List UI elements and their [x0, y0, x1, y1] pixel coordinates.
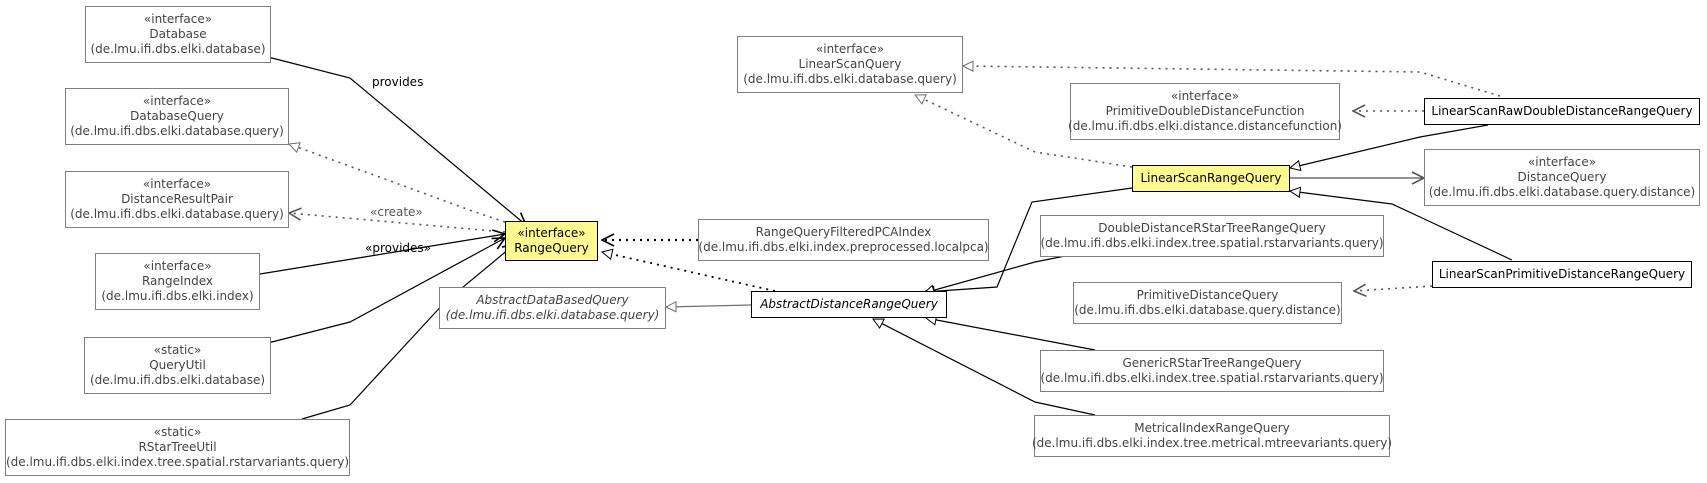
class-linear-scan-query-package: (de.lmu.ifi.dbs.elki.database.query): [743, 72, 957, 86]
class-linear-scan-range-query[interactable]: LinearScanRangeQuery: [1132, 165, 1290, 192]
class-range-query-filtered-pca-index-package: (de.lmu.ifi.dbs.elki.index.preprocessed.…: [698, 240, 989, 254]
edge-linearscanrawdouble-extends-linearscanrangequery: [1290, 124, 1489, 168]
class-abstract-distance-range-query[interactable]: AbstractDistanceRangeQuery: [751, 291, 947, 318]
class-linear-scan-primitive-distance-range-query[interactable]: LinearScanPrimitiveDistanceRangeQuery: [1432, 261, 1692, 288]
class-generic-rstar-tree-range-query-package: (de.lmu.ifi.dbs.elki.index.tree.spatial.…: [1040, 371, 1384, 385]
edge-doubledistancerstar-extends-abstractdistancerangequery: [924, 254, 1071, 293]
class-distance-query-name: DistanceQuery: [1517, 170, 1607, 184]
edge-abstractdistancerangequery-extends-abstractdatabasedquery: [666, 305, 752, 307]
class-primitive-distance-query-name: PrimitiveDistanceQuery: [1136, 288, 1279, 302]
class-metrical-index-range-query-name: MetricalIndexRangeQuery: [1134, 421, 1290, 435]
edge-rangeindex-provides-rangequery: [259, 234, 505, 275]
class-primitive-double-distance-function[interactable]: «interface» PrimitiveDoubleDistanceFunct…: [1068, 83, 1342, 140]
class-generic-rstar-tree-range-query[interactable]: GenericRStarTreeRangeQuery (de.lmu.ifi.d…: [1040, 350, 1384, 392]
class-distance-result-pair-name: DistanceResultPair: [121, 192, 233, 206]
class-primitive-double-distance-function-stereotype: «interface»: [1170, 89, 1240, 103]
class-primitive-distance-query-package: (de.lmu.ifi.dbs.elki.database.query.dist…: [1074, 303, 1341, 317]
edge-linearscanprimitive-uses-primitivedistancequery: [1354, 286, 1433, 291]
edge-linearscanprimitive-extends-linearscanrangequery: [1290, 191, 1513, 261]
class-range-query-stereotype: «interface»: [517, 226, 586, 240]
class-database-query-name: DatabaseQuery: [130, 109, 224, 123]
edge-abstractdistancerangequery-realizes-rangequery: [602, 252, 776, 292]
class-range-query-filtered-pca-index[interactable]: RangeQueryFilteredPCAIndex (de.lmu.ifi.d…: [698, 219, 989, 261]
class-metrical-index-range-query-package: (de.lmu.ifi.dbs.elki.index.tree.metrical…: [1031, 436, 1393, 450]
class-database-query-stereotype: «interface»: [142, 94, 212, 108]
class-linear-scan-primitive-distance-range-query-name: LinearScanPrimitiveDistanceRangeQuery: [1438, 267, 1686, 281]
class-linear-scan-query-stereotype: «interface»: [815, 42, 885, 56]
class-database[interactable]: «interface» Database (de.lmu.ifi.dbs.elk…: [85, 6, 271, 63]
class-range-query-filtered-pca-index-name: RangeQueryFilteredPCAIndex: [755, 225, 932, 239]
class-distance-result-pair[interactable]: «interface» DistanceResultPair (de.lmu.i…: [65, 171, 289, 228]
class-abstract-distance-range-query-name: AbstractDistanceRangeQuery: [760, 297, 938, 311]
edge-label-provides: provides: [372, 75, 424, 89]
class-linear-scan-query-name: LinearScanQuery: [798, 57, 902, 71]
class-rstar-tree-util-package: (de.lmu.ifi.dbs.elki.index.tree.spatial.…: [5, 455, 350, 469]
class-database-package: (de.lmu.ifi.dbs.elki.database): [90, 42, 266, 56]
class-rstar-tree-util[interactable]: «static» RStarTreeUtil (de.lmu.ifi.dbs.e…: [5, 419, 350, 476]
class-database-query-package: (de.lmu.ifi.dbs.elki.database.query): [70, 124, 284, 138]
edge-rangequery-creates-distanceresultpair: [289, 213, 506, 233]
class-primitive-distance-query[interactable]: PrimitiveDistanceQuery (de.lmu.ifi.dbs.e…: [1073, 282, 1342, 324]
class-generic-rstar-tree-range-query-name: GenericRStarTreeRangeQuery: [1122, 356, 1302, 370]
class-primitive-double-distance-function-package: (de.lmu.ifi.dbs.elki.distance.distancefu…: [1068, 119, 1342, 133]
edge-database-provides-rangequery: [267, 56, 526, 225]
class-database-stereotype: «interface»: [143, 12, 213, 26]
class-distance-result-pair-stereotype: «interface»: [142, 177, 212, 191]
class-range-index-stereotype: «interface»: [143, 259, 212, 273]
class-database-name: Database: [149, 27, 207, 41]
class-abstract-data-based-query-package: (de.lmu.ifi.dbs.elki.database.query): [445, 308, 660, 322]
edge-metricalindex-extends-abstractdistancerangequery: [873, 318, 1096, 416]
class-database-query[interactable]: «interface» DatabaseQuery (de.lmu.ifi.db…: [65, 88, 289, 145]
class-range-query[interactable]: «interface» RangeQuery: [505, 221, 598, 261]
edge-linearscanrangequery-extends-abstractdistancerangequery: [924, 187, 1133, 292]
class-query-util-name: QueryUtil: [149, 358, 206, 372]
class-rstar-tree-util-stereotype: «static»: [153, 425, 202, 439]
class-primitive-double-distance-function-name: PrimitiveDoubleDistanceFunction: [1105, 104, 1305, 118]
edge-queryutil-rangequery: [267, 238, 505, 344]
class-range-query-name: RangeQuery: [514, 241, 589, 255]
class-linear-scan-raw-double-distance-range-query-name: LinearScanRawDoubleDistanceRangeQuery: [1431, 104, 1693, 118]
class-distance-query-stereotype: «interface»: [1527, 155, 1597, 169]
class-distance-query[interactable]: «interface» DistanceQuery (de.lmu.ifi.db…: [1424, 149, 1700, 206]
edge-label-create: «create»: [370, 205, 423, 219]
class-query-util-package: (de.lmu.ifi.dbs.elki.database): [89, 373, 266, 387]
class-distance-result-pair-package: (de.lmu.ifi.dbs.elki.database.query): [70, 207, 284, 221]
class-linear-scan-range-query-name: LinearScanRangeQuery: [1140, 171, 1282, 185]
class-linear-scan-raw-double-distance-range-query[interactable]: LinearScanRawDoubleDistanceRangeQuery: [1424, 98, 1700, 125]
edge-label-provides-stereotype: «provides»: [365, 241, 431, 255]
edge-genericrstar-extends-abstractdistancerangequery: [926, 318, 1096, 351]
class-range-index[interactable]: «interface» RangeIndex (de.lmu.ifi.dbs.e…: [95, 253, 260, 310]
class-double-distance-rstar-tree-range-query-name: DoubleDistanceRStarTreeRangeQuery: [1098, 221, 1326, 235]
edge-linearscanrangequery-realizes-linearscanquery: [915, 95, 1133, 168]
class-distance-query-package: (de.lmu.ifi.dbs.elki.database.query.dist…: [1428, 185, 1696, 199]
class-range-index-package: (de.lmu.ifi.dbs.elki.index): [101, 289, 254, 303]
class-linear-scan-query[interactable]: «interface» LinearScanQuery (de.lmu.ifi.…: [737, 36, 963, 93]
class-query-util[interactable]: «static» QueryUtil (de.lmu.ifi.dbs.elki.…: [84, 337, 271, 394]
class-metrical-index-range-query[interactable]: MetricalIndexRangeQuery (de.lmu.ifi.dbs.…: [1031, 415, 1393, 457]
class-double-distance-rstar-tree-range-query-package: (de.lmu.ifi.dbs.elki.index.tree.spatial.…: [1040, 236, 1384, 250]
class-rstar-tree-util-name: RStarTreeUtil: [138, 440, 217, 454]
class-query-util-stereotype: «static»: [153, 343, 202, 357]
class-abstract-data-based-query[interactable]: AbstractDataBasedQuery (de.lmu.ifi.dbs.e…: [439, 287, 666, 329]
class-abstract-data-based-query-name: AbstractDataBasedQuery: [476, 293, 629, 307]
edge-rstartreeutil-rangequery: [301, 244, 515, 420]
class-range-index-name: RangeIndex: [141, 274, 214, 288]
class-double-distance-rstar-tree-range-query[interactable]: DoubleDistanceRStarTreeRangeQuery (de.lm…: [1040, 215, 1384, 257]
